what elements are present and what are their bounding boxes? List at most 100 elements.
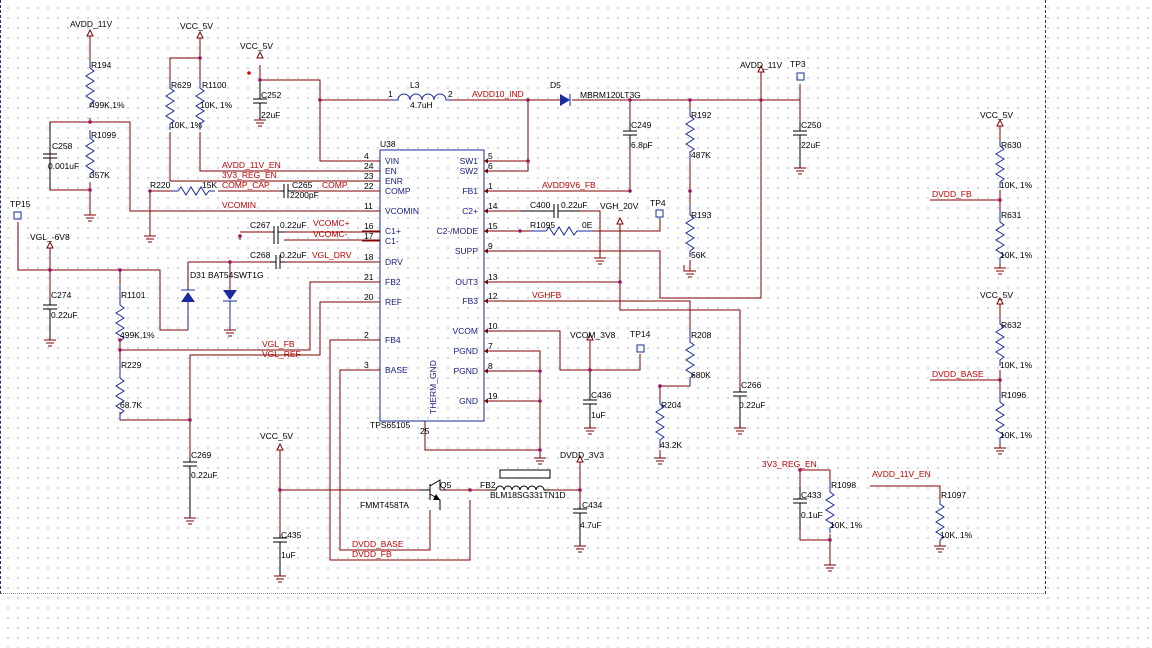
ic-pin-number: 23 [364,171,374,181]
resistor-r631[interactable] [995,210,1005,264]
resistor-r1101[interactable] [115,285,125,343]
capacitor-c258[interactable] [43,122,57,190]
resistor-r632[interactable] [995,318,1005,366]
capacitor-c268[interactable] [270,255,285,269]
ref-c249: C249 [631,120,652,130]
net-comp: COMP [322,180,348,190]
capacitors [43,80,807,576]
ref-c258: C258 [52,141,73,151]
ref-r192: R192 [691,110,712,120]
resistor-r194[interactable] [85,60,95,108]
val-c268: 0.22uF [280,250,306,260]
resistor-r229[interactable] [115,360,125,420]
val-d5: MBRM120LT3G [580,90,641,100]
ref-c250: C250 [801,120,822,130]
net-vgl-fb: VGL_FB [262,339,295,349]
resistor-r1096[interactable] [995,390,1005,444]
ref-c265: C265 [292,180,313,190]
val-r1100: 10K, 1% [200,100,233,110]
resistor-r1095[interactable] [530,226,593,236]
ic-pin-number: 8 [488,361,493,371]
ic-pin-number: 9 [488,241,493,251]
resistor-r204[interactable] [655,400,665,448]
ic-pin-name: BASE [385,365,408,375]
resistor-r1100[interactable] [195,80,205,130]
val-r1095: 0E [582,220,593,230]
capacitor-c265[interactable] [280,184,296,198]
resistor-r1097[interactable] [935,500,945,544]
ref-r1096: R1096 [1001,390,1026,400]
ic-pin-number: 16 [364,221,374,231]
diode-d5[interactable] [560,94,571,106]
resistor-r629[interactable] [165,80,175,130]
ic-ref-label: U38 [380,139,396,149]
ic-pin-number: 5 [488,151,493,161]
ref-l3: L3 [410,80,420,90]
ic-pin-number: 17 [364,231,374,241]
transistor-q5[interactable] [420,479,441,510]
ref-r204: R204 [661,400,682,410]
capacitor-c250[interactable] [793,122,807,168]
resistor-r208[interactable] [685,330,695,386]
ref-c274: C274 [51,290,72,300]
val-c274: 0.22uF [51,310,77,320]
capacitor-c266[interactable] [733,388,747,428]
capacitor-c433[interactable] [793,487,807,530]
ferrite-fb2[interactable] [490,469,551,491]
diode-d31[interactable] [181,289,237,330]
ref-q5: Q5 [440,480,452,490]
ic-pin-number: 18 [364,252,374,262]
net-vcomc-minus: VCOMC- [313,229,348,239]
ic-pin-name: GND [459,396,478,406]
val-r1098: 10K, 1% [830,520,863,530]
resistors [85,60,1005,544]
resistor-r220[interactable] [172,186,215,196]
val-r204: 43.2K [660,440,683,450]
net-dvdd-base: DVDD_BASE [352,539,404,549]
ref-c436: C436 [591,390,612,400]
resistor-r630[interactable] [995,140,1005,188]
junctions [48,56,1002,542]
capacitor-c435[interactable] [273,534,287,576]
ref-c434: C434 [582,500,603,510]
inductor-l3[interactable] [390,93,450,101]
net-avdd9v6-fb: AVDD9V6_FB [542,180,596,190]
capacitor-c267[interactable] [272,226,284,244]
val-q5: FMMT458TA [360,500,409,510]
capacitor-c434[interactable] [573,505,587,546]
resistor-r192[interactable] [685,108,695,162]
ic-pin-number: 1 [488,181,493,191]
test-point-labels: TP15 TP3 TP4 TP14 [10,59,806,339]
resistor-r1098[interactable] [825,482,835,533]
capacitor-c252[interactable] [253,80,267,120]
capacitor-c269[interactable] [183,458,197,518]
val-c433: 0.1uF [801,510,823,520]
ic-pin-number: 20 [364,292,374,302]
capacitor-c436[interactable] [583,370,597,428]
capacitor-c249[interactable] [623,122,637,148]
val-c400: 0.22uF [561,200,587,210]
ic-pin-name: PGND [453,366,478,376]
capacitor-c400[interactable] [520,204,580,218]
capacitor-c274[interactable] [43,298,57,340]
ref-r229: R229 [121,360,142,370]
ic-pin-name: C1+ [385,226,401,236]
val-c435: 1uF [281,550,296,560]
ic-pin-name: VCOM [453,326,479,336]
val-c265: 2200pF [290,190,319,200]
ic-pin-number: 3 [364,360,369,370]
resistor-r1099[interactable] [85,130,95,178]
tp3-label: TP3 [790,59,806,69]
resistor-r193[interactable] [685,205,695,257]
ic-pin-name: FB4 [385,335,401,345]
val-c252: 22uF [261,110,280,120]
ref-c269: C269 [191,450,212,460]
